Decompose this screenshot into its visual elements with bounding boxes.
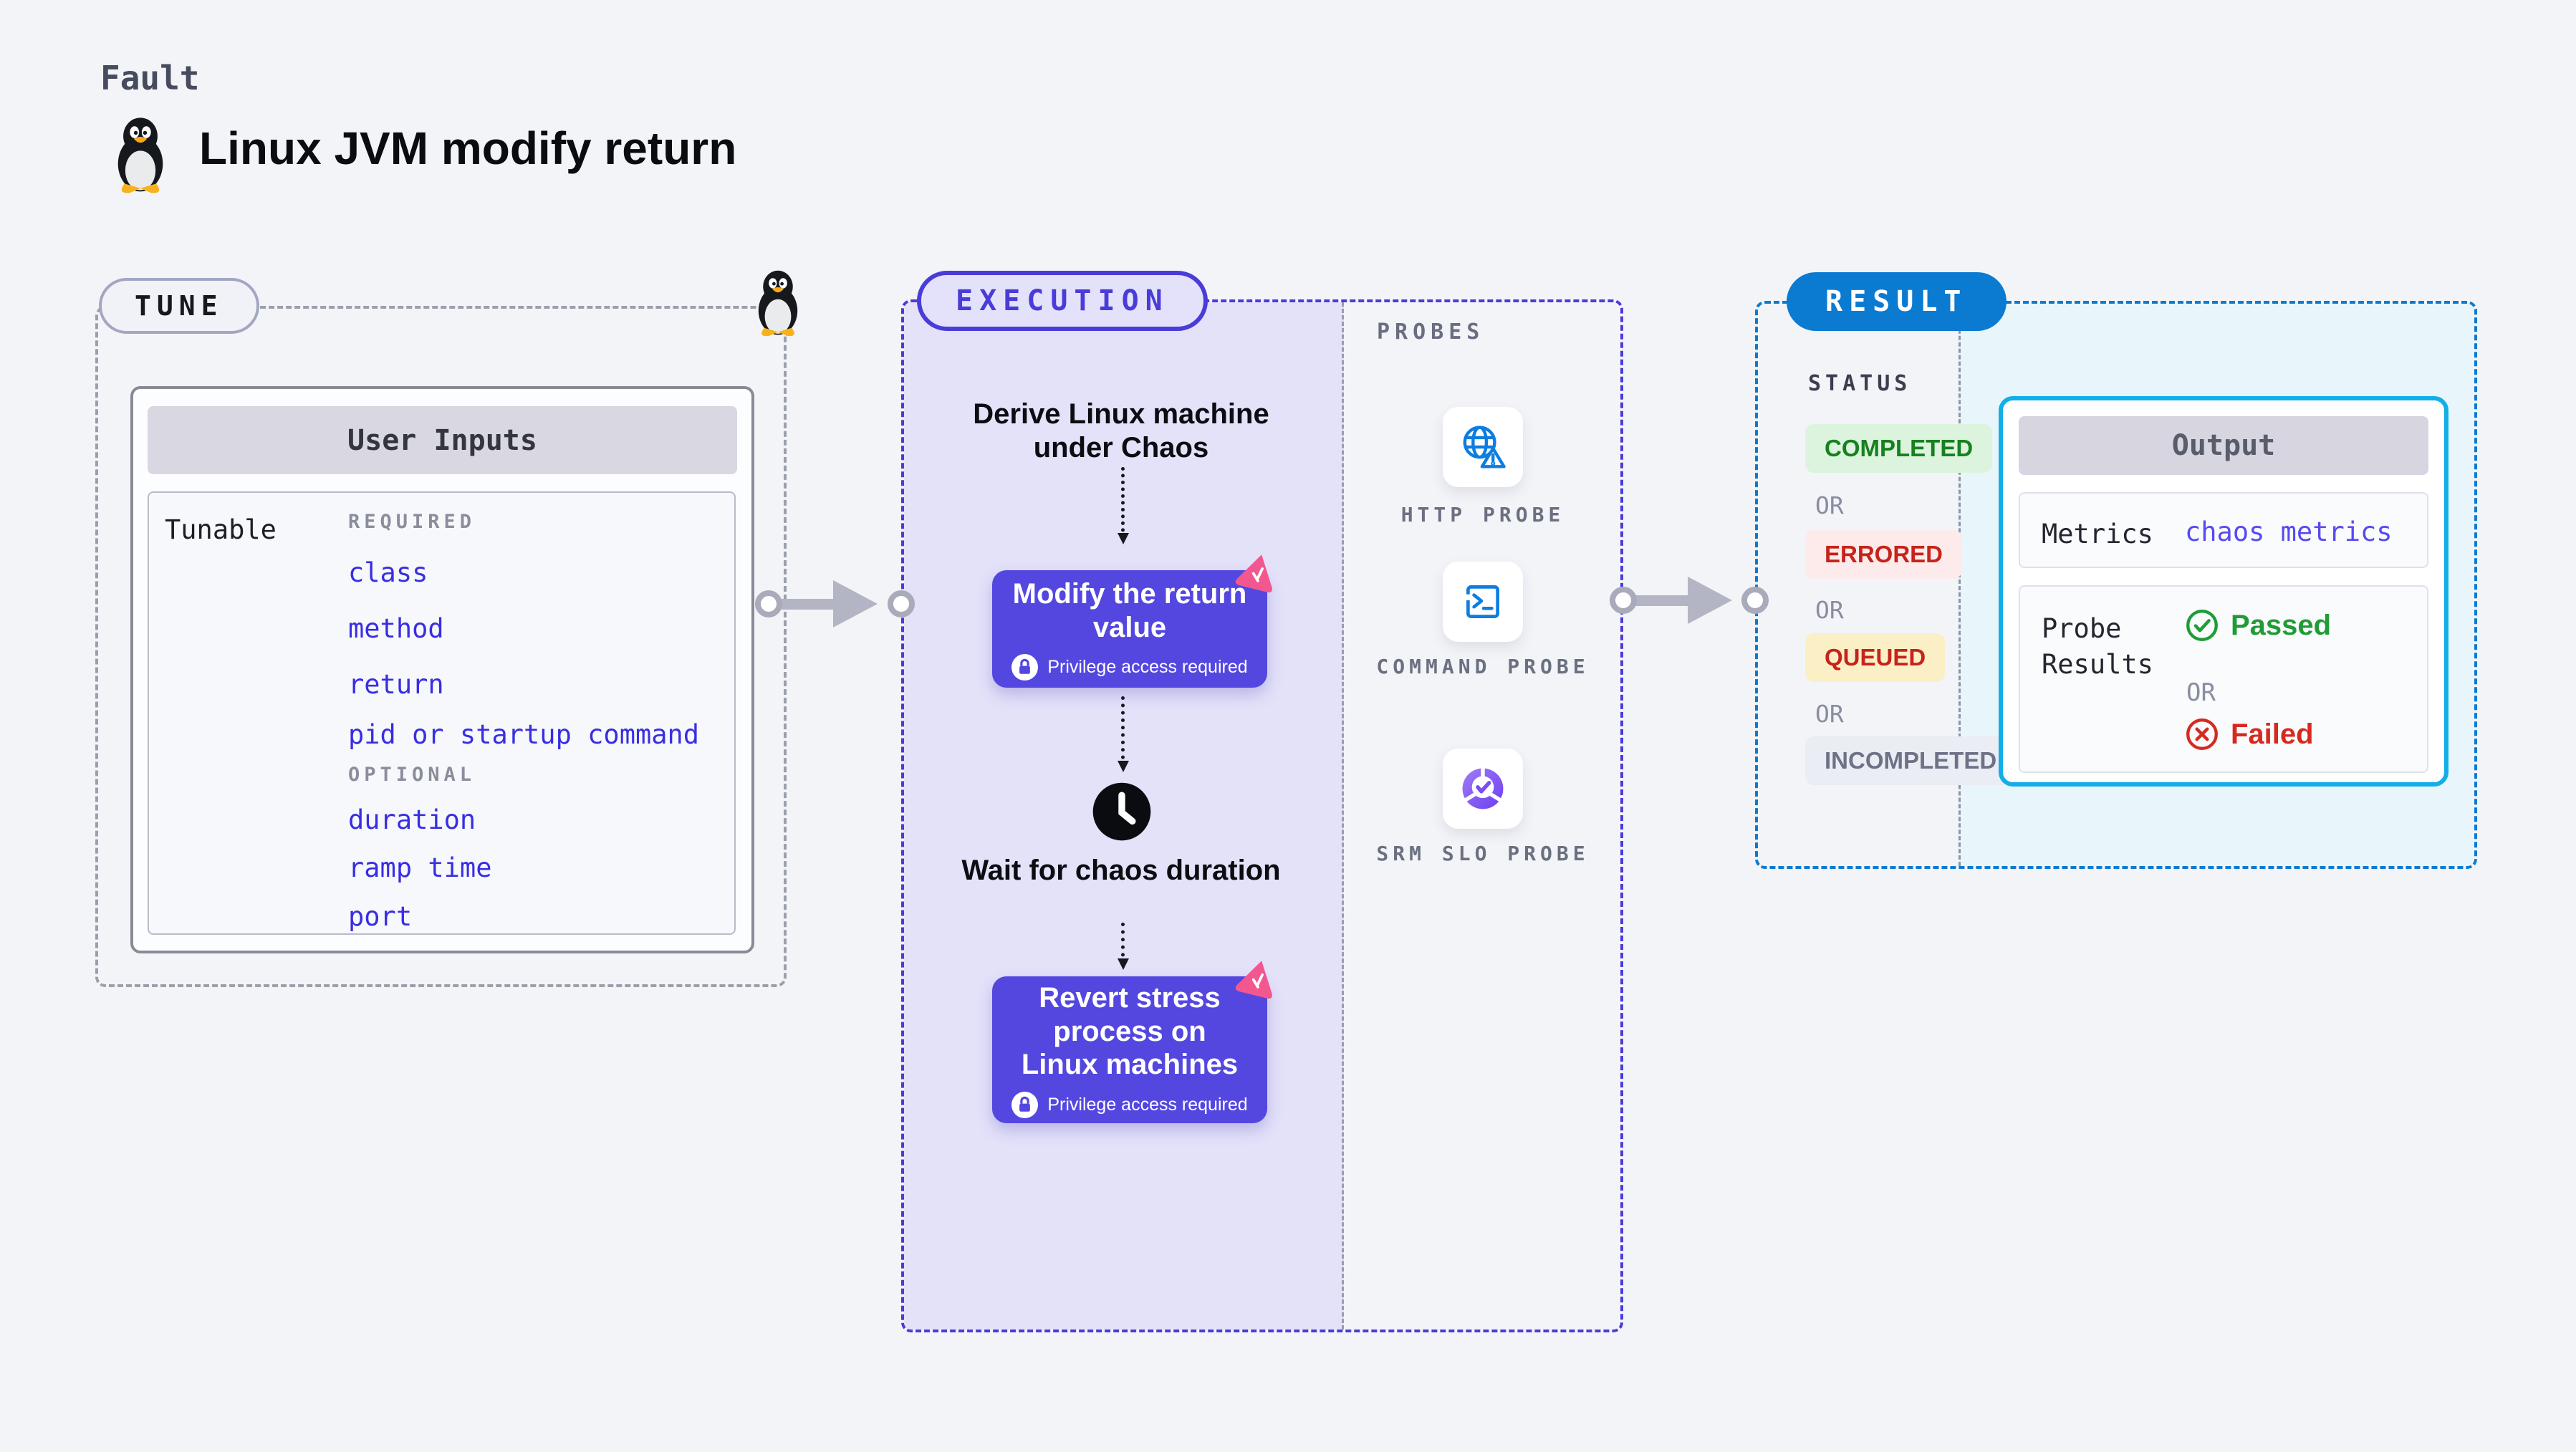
tunables-panel: Tunable REQUIRED class method return pid… [148, 491, 736, 935]
privilege-note-text: Privilege access required [1047, 656, 1248, 677]
result-pill: RESULT [1787, 272, 2007, 331]
optional-label: OPTIONAL [348, 764, 476, 786]
fault-eyebrow: Fault [100, 59, 200, 97]
status-badge-errored: ERRORED [1805, 530, 1963, 579]
arrow-tune-to-execution [772, 580, 878, 628]
http-probe-tile[interactable] [1443, 407, 1523, 487]
step-modify-return-box[interactable]: Modify the return value Privilege access… [992, 570, 1267, 688]
tunable-ramp-time[interactable]: ramp time [348, 852, 492, 883]
tunable-row-label: Tunable [165, 514, 277, 545]
tunable-method[interactable]: method [348, 613, 444, 644]
tunable-port[interactable]: port [348, 901, 413, 932]
clock-icon [1092, 782, 1151, 841]
output-card: Output Metrics chaos metrics Probe Resul… [1999, 396, 2448, 787]
command-probe-tile[interactable] [1443, 562, 1523, 642]
x-circle-icon [2186, 718, 2218, 750]
lock-icon [1011, 653, 1039, 681]
status-badge-completed: COMPLETED [1805, 424, 1993, 473]
or-separator: OR [1815, 700, 1844, 728]
command-probe-label: COMMAND PROBE [1376, 655, 1590, 678]
failed-label: Failed [2231, 718, 2314, 750]
privilege-note: Privilege access required [1011, 1091, 1248, 1118]
status-badge-queued: QUEUED [1805, 633, 1946, 682]
connector-dot [755, 590, 782, 617]
execution-pill: EXECUTION [917, 271, 1208, 331]
step-wait-duration: Wait for chaos duration [961, 855, 1281, 886]
connector-dot [888, 590, 915, 617]
probe-result-failed: Failed [2185, 717, 2314, 751]
passed-label: Passed [2231, 609, 2332, 641]
or-separator: OR [1815, 596, 1844, 624]
probe-result-passed: Passed [2185, 608, 2331, 643]
page-title: Linux JVM modify return [199, 122, 737, 174]
status-badge-incompleted: INCOMPLETED [1805, 736, 2017, 785]
step-revert-stress-title: Revert stress process on Linux machines [1021, 982, 1239, 1081]
metrics-label: Metrics [2042, 519, 2153, 549]
chaos-pink-icon [1235, 961, 1272, 999]
linux-tux-small-icon [758, 270, 798, 337]
linux-tux-icon [117, 117, 163, 193]
user-inputs-card: User Inputs Tunable REQUIRED class metho… [130, 386, 754, 953]
privilege-note-text: Privilege access required [1047, 1094, 1248, 1115]
globe-alert-icon [1463, 425, 1506, 468]
tune-pill: TUNE [99, 278, 259, 334]
probe-results-label: Probe Results [2042, 613, 2153, 680]
tunable-pid-or-startup-command[interactable]: pid or startup command [348, 719, 700, 750]
srm-slo-probe-tile[interactable] [1443, 749, 1523, 829]
output-title: Output [2019, 416, 2428, 475]
http-probe-label: HTTP PROBE [1400, 503, 1565, 527]
tunable-return[interactable]: return [348, 669, 444, 700]
tunable-class[interactable]: class [348, 557, 428, 588]
arrow-execution-to-result [1627, 577, 1732, 624]
check-circle-icon [2186, 610, 2218, 641]
privilege-note: Privilege access required [1011, 653, 1248, 681]
flow-arrow-down [1118, 923, 1129, 970]
metrics-row: Metrics chaos metrics [2019, 492, 2428, 568]
required-label: REQUIRED [348, 511, 476, 533]
metrics-value-link[interactable]: chaos metrics [2185, 516, 2393, 547]
step-derive-machine: Derive Linux machine under Chaos [973, 398, 1269, 464]
tunable-duration[interactable]: duration [348, 804, 476, 835]
terminal-icon [1466, 585, 1499, 618]
chaos-pink-icon [1235, 554, 1272, 593]
connector-dot [1741, 587, 1769, 614]
or-separator: OR [2186, 678, 2216, 707]
probe-results-row: Probe Results Passed OR Failed [2019, 585, 2428, 773]
user-inputs-title: User Inputs [148, 406, 737, 474]
tune-container [95, 306, 787, 987]
or-separator: OR [1815, 491, 1844, 519]
flow-arrow-down [1118, 467, 1129, 544]
connector-dot [1610, 587, 1637, 614]
srm-slo-probe-label: SRM SLO PROBE [1376, 842, 1590, 865]
probes-label: PROBES [1377, 319, 1485, 345]
lock-icon [1011, 1091, 1039, 1118]
flow-arrow-down [1118, 696, 1129, 772]
wait-step [1091, 781, 1153, 842]
status-label: STATUS [1808, 371, 1912, 396]
step-modify-return-title: Modify the return value [1012, 578, 1247, 643]
slo-donut-check-icon [1462, 767, 1504, 809]
step-revert-stress-box[interactable]: Revert stress process on Linux machines … [992, 976, 1267, 1123]
